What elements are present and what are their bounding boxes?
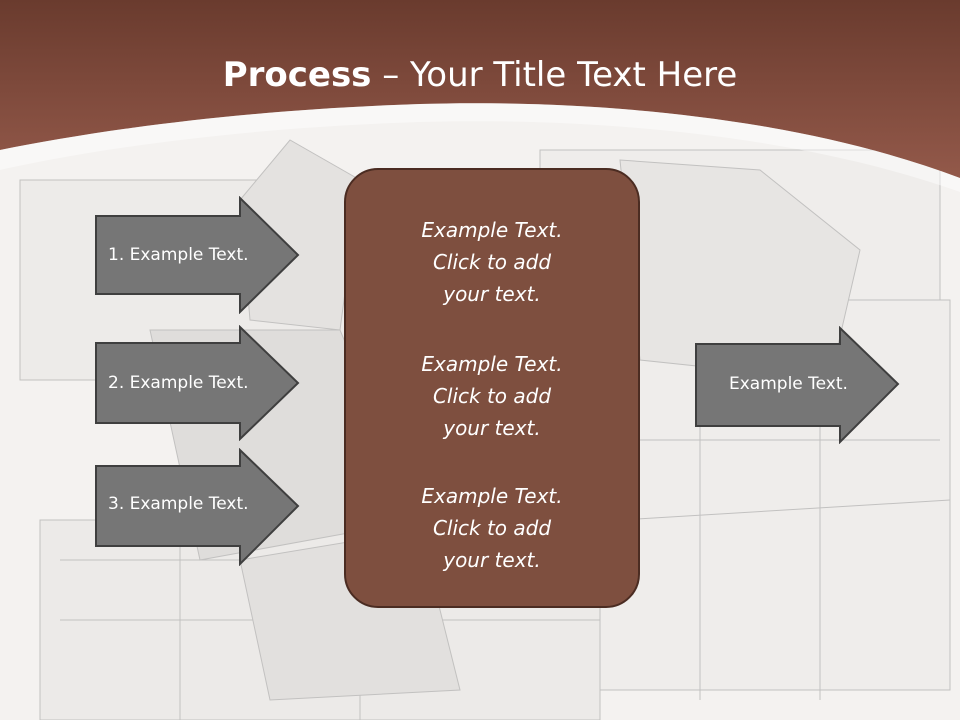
center-block-1: Example Text. Click to add your text.: [346, 214, 638, 310]
center-block-1-line2: Click to add: [432, 250, 552, 274]
title-rest: – Your Title Text Here: [371, 55, 738, 95]
center-block-2-line2: Click to add: [432, 384, 552, 408]
center-block-2: Example Text. Click to add your text.: [346, 348, 638, 444]
center-block-3-line2: Click to add: [432, 516, 552, 540]
left-arrow-2[interactable]: [94, 325, 300, 441]
page-title: Process – Your Title Text Here: [0, 52, 960, 98]
center-block-2-line3: your text.: [443, 416, 541, 440]
center-block-1-line3: your text.: [443, 282, 541, 306]
center-block-1-line1: Example Text.: [421, 218, 563, 242]
left-arrow-2-label: 2. Example Text.: [108, 373, 249, 393]
left-arrow-1[interactable]: [94, 196, 300, 314]
center-text-box[interactable]: Example Text. Click to add your text. Ex…: [344, 168, 640, 608]
right-arrow-label: Example Text.: [729, 374, 848, 394]
center-block-2-line1: Example Text.: [421, 352, 563, 376]
title-bold: Process: [222, 55, 372, 95]
right-arrow[interactable]: [694, 326, 900, 444]
center-block-3-line3: your text.: [443, 548, 541, 572]
left-arrow-3[interactable]: [94, 448, 300, 566]
left-arrow-1-label: 1. Example Text.: [108, 245, 249, 265]
center-block-3-line1: Example Text.: [421, 484, 563, 508]
header-band: [0, 0, 960, 178]
left-arrow-3-label: 3. Example Text.: [108, 494, 249, 514]
header-highlight-curve: [0, 103, 960, 192]
center-block-3: Example Text. Click to add your text.: [346, 480, 638, 576]
